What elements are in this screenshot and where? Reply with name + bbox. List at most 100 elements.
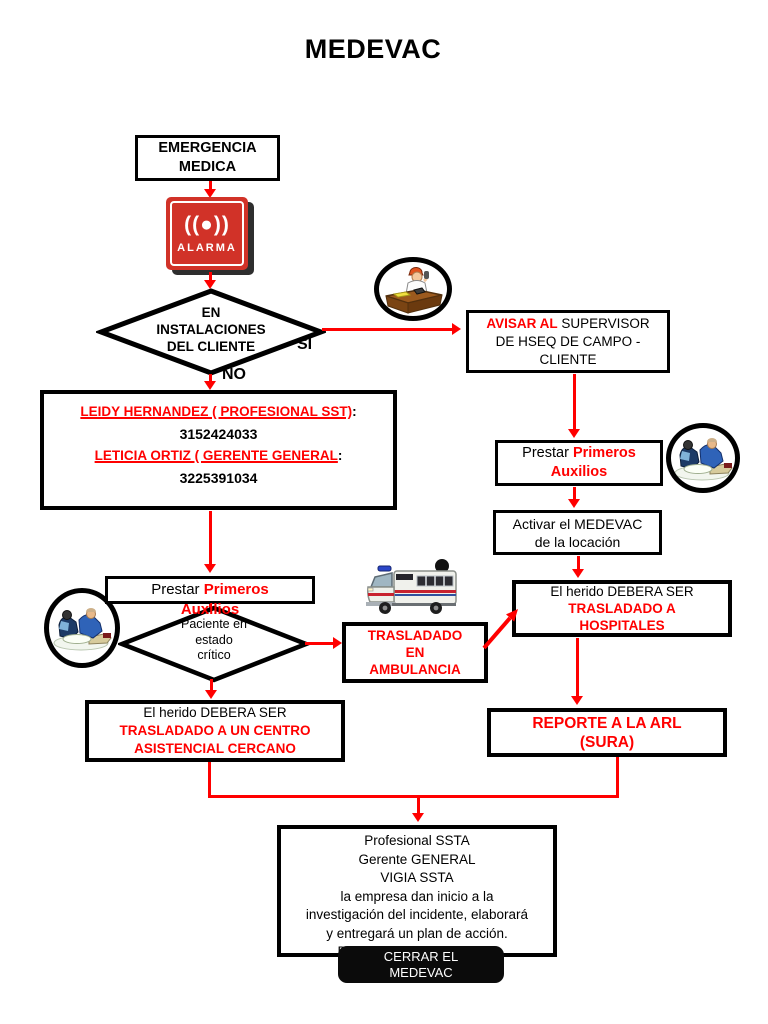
ambulance-drawing bbox=[366, 559, 457, 614]
first-aid-drawing bbox=[53, 608, 112, 651]
decision-line: EN bbox=[201, 305, 221, 320]
node-line: y entregará un plan de acción. bbox=[326, 925, 508, 941]
contact-name-text: LETICIA ORTIZ ( GERENTE GENERAL bbox=[94, 448, 338, 463]
connector-line bbox=[417, 798, 420, 814]
node-text: SUPERVISOR bbox=[561, 315, 650, 331]
node-line: Prestar Primeros bbox=[108, 580, 312, 600]
arrow-line bbox=[573, 487, 576, 500]
connector-line bbox=[616, 757, 619, 798]
emphasis-text: TRASLADADO A UN CENTRO bbox=[119, 723, 311, 738]
colon: : bbox=[352, 404, 357, 419]
node-activar-medevac: Activar el MEDEVAC de la locación bbox=[493, 510, 662, 555]
arrow-diagonal bbox=[482, 609, 518, 650]
arrowhead-right bbox=[333, 637, 342, 649]
branch-label-si: SI bbox=[297, 336, 313, 353]
node-line: MEDEVAC bbox=[389, 964, 453, 980]
arrowhead-down bbox=[568, 429, 580, 438]
node-line: CLIENTE bbox=[539, 351, 597, 367]
node-line: El herido DEBERA SER bbox=[143, 705, 287, 720]
emphasis-text: HOSPITALES bbox=[579, 618, 665, 633]
arrowhead-down bbox=[204, 381, 216, 390]
arrow-line bbox=[305, 642, 333, 645]
node-reporte-arl: REPORTE A LA ARL (SURA) bbox=[487, 708, 727, 757]
decision-diamond-critico bbox=[118, 605, 310, 683]
node-label: MEDICA bbox=[178, 159, 237, 175]
decision-instalaciones-text: EN INSTALACIONES DEL CLIENTE bbox=[116, 304, 306, 355]
arrow-line bbox=[209, 511, 212, 565]
arrow-line bbox=[209, 181, 212, 190]
phone-person-icon bbox=[374, 257, 452, 321]
node-herido-hospitales: El herido DEBERA SER TRASLADADO A HOSPIT… bbox=[512, 580, 732, 637]
decision-line: estado bbox=[195, 632, 233, 647]
emphasis-text: AVISAR AL bbox=[486, 315, 558, 331]
node-cerrar-medevac: CERRAR EL MEDEVAC bbox=[338, 946, 504, 983]
decision-line: INSTALACIONES bbox=[156, 322, 266, 337]
branch-label-no: NO bbox=[222, 366, 246, 383]
emphasis-text: Primeros bbox=[203, 581, 269, 598]
contact-name: LETICIA ORTIZ ( GERENTE GENERAL: bbox=[44, 445, 393, 467]
emphasis-text: (SURA) bbox=[579, 733, 635, 751]
decision-line: Paciente en bbox=[180, 617, 248, 631]
siren-symbol: ((●)) bbox=[184, 212, 230, 236]
colon: : bbox=[337, 448, 343, 463]
arrowhead-right bbox=[452, 323, 461, 335]
node-trasladado-ambulancia: TRASLADADO EN AMBULANCIA bbox=[342, 622, 488, 683]
node-line: AVISAR AL SUPERVISOR bbox=[469, 315, 667, 333]
node-text: Prestar bbox=[151, 581, 200, 598]
node-prestar-auxilios-right: Prestar Primeros Auxilios bbox=[495, 440, 663, 486]
node-text: Prestar bbox=[522, 445, 569, 461]
contact-phone: 3152424033 bbox=[179, 426, 258, 442]
node-herido-centro: El herido DEBERA SER TRASLADADO A UN CEN… bbox=[85, 700, 345, 762]
arrowhead-down bbox=[204, 564, 216, 573]
node-line: Activar el MEDEVAC bbox=[512, 515, 643, 532]
emphasis-text: Auxilios bbox=[180, 601, 240, 618]
emphasis-text: Auxilios bbox=[550, 464, 608, 480]
emphasis-text: REPORTE A LA ARL bbox=[532, 714, 682, 732]
node-line: Gerente GENERAL bbox=[358, 851, 476, 867]
node-line: DE HSEQ DE CAMPO - bbox=[495, 333, 641, 349]
alarm-icon: ((●)) ALARMA bbox=[166, 197, 248, 270]
emphasis-text: AMBULANCIA bbox=[369, 662, 461, 677]
arrowhead-down bbox=[568, 499, 580, 508]
arrow-line bbox=[209, 374, 212, 382]
node-label: EMERGENCIA bbox=[158, 140, 257, 156]
arrow-line bbox=[209, 600, 212, 612]
arrowhead-down bbox=[571, 696, 583, 705]
node-line: de la locación bbox=[534, 533, 621, 550]
node-line: Prestar Primeros bbox=[498, 444, 660, 463]
arrow-line bbox=[209, 272, 212, 281]
phone-person-drawing bbox=[385, 267, 443, 314]
node-line: CERRAR EL bbox=[383, 948, 459, 964]
arrowhead-down bbox=[572, 569, 584, 578]
node-contactos: LEIDY HERNANDEZ ( PROFESIONAL SST): 3152… bbox=[40, 390, 397, 510]
page-title: MEDEVAC bbox=[304, 34, 442, 64]
emphasis-text: Primeros bbox=[572, 445, 636, 461]
first-aid-icon bbox=[666, 423, 740, 493]
arrowhead-down bbox=[412, 813, 424, 822]
arrowhead-down bbox=[205, 690, 217, 699]
node-emergencia-medica: EMERGENCIA MEDICA bbox=[135, 135, 280, 181]
arrowhead-down bbox=[204, 189, 216, 198]
connector-line bbox=[208, 762, 211, 798]
node-avisar-supervisor: AVISAR AL SUPERVISOR DE HSEQ DE CAMPO - … bbox=[466, 310, 670, 373]
emphasis-text: TRASLADADO A bbox=[568, 601, 676, 616]
emphasis-text: ASISTENCIAL CERCANO bbox=[134, 741, 296, 756]
contact-name-text: LEIDY HERNANDEZ ( PROFESIONAL SST) bbox=[80, 404, 353, 419]
emphasis-text: EN bbox=[405, 645, 425, 660]
decision-diamond-instalaciones bbox=[96, 288, 326, 376]
node-line: la empresa dan inicio a la bbox=[340, 888, 494, 904]
node-prestar-auxilios-left: Prestar Primeros Auxilios bbox=[105, 576, 315, 618]
node-line: VIGIA SSTA bbox=[380, 870, 454, 885]
node-line: El herido DEBERA SER bbox=[550, 584, 694, 599]
decision-line: DEL CLIENTE bbox=[166, 339, 256, 354]
alarm-label: ALARMA bbox=[177, 241, 237, 254]
arrow-line bbox=[577, 556, 580, 570]
arrowhead-down bbox=[204, 280, 216, 289]
arrow-line bbox=[210, 679, 213, 691]
arrow-line bbox=[576, 638, 579, 697]
node-cierre: Profesional SSTA Gerente GENERAL VIGIA S… bbox=[277, 825, 557, 959]
node-line: investigación del incidente, elaborará bbox=[305, 907, 529, 922]
contact-name: LEIDY HERNANDEZ ( PROFESIONAL SST): bbox=[44, 401, 393, 423]
connector-line bbox=[208, 795, 619, 798]
